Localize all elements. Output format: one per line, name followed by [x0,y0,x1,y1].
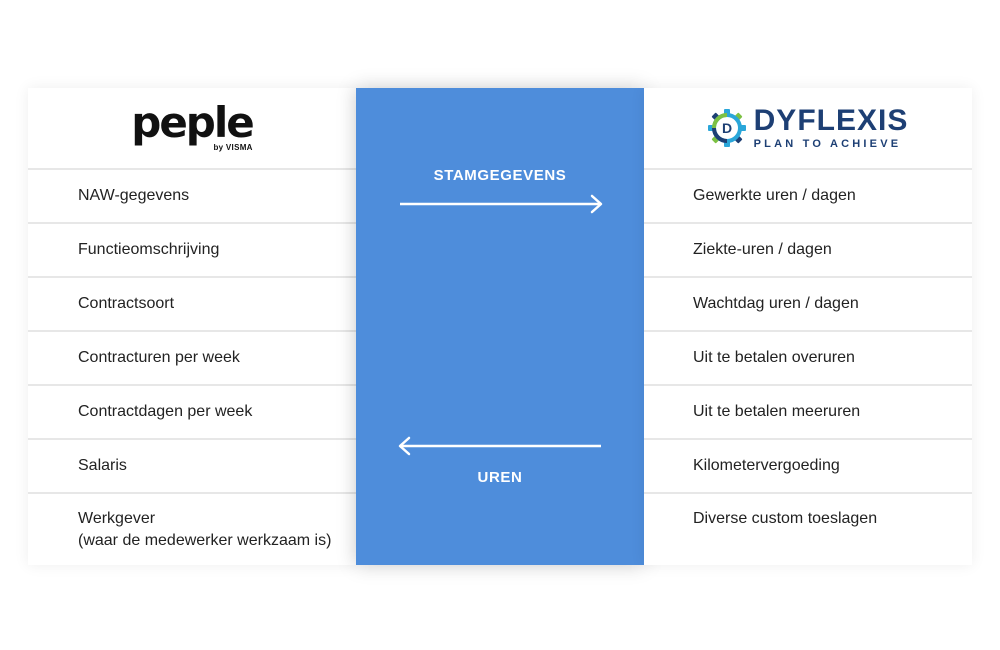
list-item-label: Uit te betalen meeruren [693,403,861,420]
dyflexis-logo-area: D DYFLEXIS PLAN TO ACHIEVE [644,88,972,170]
list-item: Uit te betalen meeruren [644,386,972,440]
list-item-label: Functieomschrijving [78,241,220,258]
data-flow-band: STAMGEGEVENS UREN [356,88,644,565]
list-item-label: Contracturen per week [78,349,240,366]
list-item: Contracturen per week [28,332,356,386]
list-item-label: Kilometervergoeding [693,457,840,474]
peple-logo-byline: by VISMA [213,142,253,152]
list-item: Uit te betalen overuren [644,332,972,386]
list-item-label: Salaris [78,457,127,474]
list-item-sublabel: (waar de medewerker werkzaam is) [78,532,332,549]
arrow-right-icon [400,194,603,214]
list-item-label: Uit te betalen overuren [693,349,855,366]
list-item: Werkgever (waar de medewerker werkzaam i… [28,494,356,574]
list-item-label: Werkgever [78,510,156,527]
list-item-label: Contractsoort [78,295,175,312]
peple-logo: peple by VISMA [131,97,254,152]
peple-panel: peple by VISMA NAW-gegevens Functieomsch… [28,88,356,565]
flow-arrows [398,194,603,456]
list-item: Kilometervergoeding [644,440,972,494]
list-item-label: Ziekte-uren / dagen [693,241,832,258]
stamgegevens-label: STAMGEGEVENS [433,167,567,184]
dyflexis-mark-letter: D [722,120,732,136]
peple-logo-word: peple [131,97,254,147]
list-item-label: Gewerkte uren / dagen [693,187,856,204]
list-item: Contractsoort [28,278,356,332]
arrow-left-icon [398,436,601,456]
list-item: NAW-gegevens [28,170,356,224]
list-item-label: Diverse custom toeslagen [693,510,878,527]
list-item: Salaris [28,440,356,494]
peple-logo-area: peple by VISMA [28,88,356,170]
list-item-label: Wachtdag uren / dagen [693,295,859,312]
list-item-label: Contractdagen per week [78,403,253,420]
list-item: Diverse custom toeslagen [644,494,972,574]
dyflexis-logo-name: DYFLEXIS [753,104,909,137]
list-item-label: NAW-gegevens [78,187,190,204]
list-item: Contractdagen per week [28,386,356,440]
dyflexis-logo: D DYFLEXIS PLAN TO ACHIEVE [707,104,909,150]
uren-label: UREN [477,469,523,486]
list-item: Ziekte-uren / dagen [644,224,972,278]
list-item: Wachtdag uren / dagen [644,278,972,332]
list-item: Functieomschrijving [28,224,356,278]
dyflexis-panel: D DYFLEXIS PLAN TO ACHIEVE Gewerkte uren… [644,88,972,565]
dyflexis-gear-icon: D [707,109,746,147]
dyflexis-logo-tagline: PLAN TO ACHIEVE [753,138,902,150]
list-item: Gewerkte uren / dagen [644,170,972,224]
